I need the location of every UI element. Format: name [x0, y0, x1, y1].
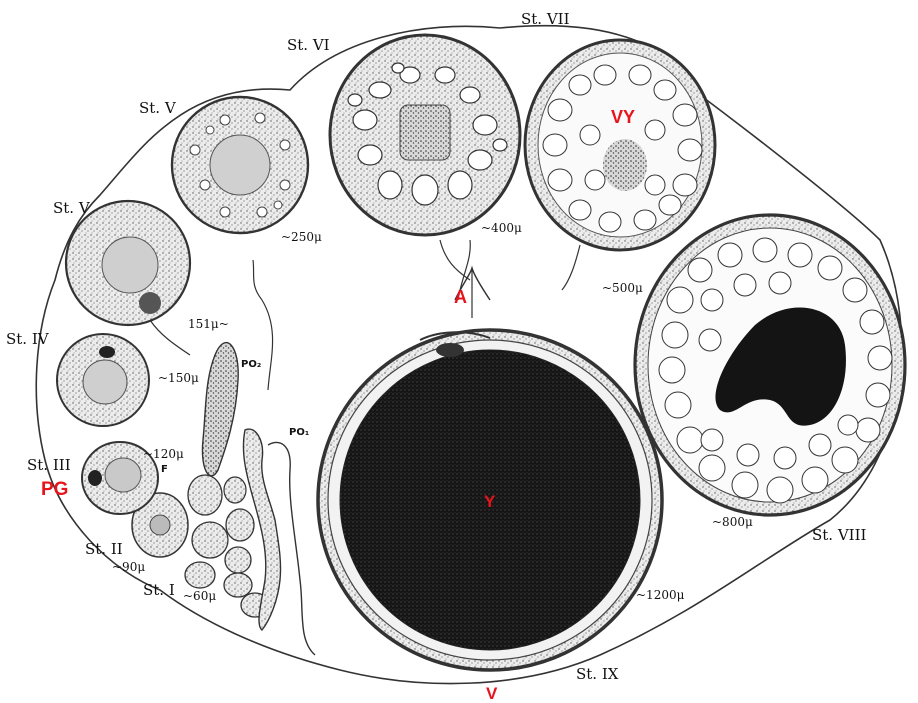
size-label-400: ~400μ [481, 222, 522, 234]
stage-8-label: St. VIII [812, 528, 866, 543]
size-label-150: ~150μ [158, 372, 199, 384]
stage-8-oocyte [635, 215, 905, 515]
size-label-250: ~250μ [281, 231, 322, 243]
size-label-120: ~120μ [143, 448, 184, 460]
stage-4-label: St. IV [6, 332, 49, 347]
vy-annotation: VY [611, 108, 635, 126]
stage-7-label: St. VII [521, 12, 570, 27]
stage-3-label: St. III [27, 458, 71, 473]
stage-5-upper-oocyte [172, 97, 308, 233]
size-label-60: ~60μ [183, 590, 216, 602]
pg-annotation: PG [41, 480, 68, 499]
size-label-151: 151μ~ [188, 318, 229, 330]
stage-2-label: St. II [85, 542, 123, 557]
a-annotation: A [454, 288, 467, 306]
y-annotation: Y [484, 493, 495, 510]
size-label-90: ~90μ [112, 561, 145, 573]
follicle-label: F [161, 465, 168, 475]
stage-6-oocyte [330, 35, 520, 235]
stage-7-oocyte [525, 40, 715, 250]
stage-4-oocyte [57, 334, 149, 426]
post-ovulatory-follicle-2 [202, 343, 238, 476]
stage-5-lower-label: St. V [53, 201, 90, 216]
stage-1-label: St. I [143, 583, 175, 598]
size-label-800: ~800μ [712, 516, 753, 528]
v-annotation: V [486, 685, 497, 702]
size-label-1200: ~1200μ [636, 589, 684, 601]
stage-9-label: St. IX [576, 667, 618, 682]
po2-label: PO₂ [241, 360, 261, 370]
po1-label: PO₁ [289, 428, 309, 438]
stage-6-label: St. VI [287, 38, 330, 53]
size-label-500: ~500μ [602, 282, 643, 294]
stage-5-lower-oocyte [66, 201, 190, 325]
stage-5-upper-label: St. V [139, 101, 176, 116]
